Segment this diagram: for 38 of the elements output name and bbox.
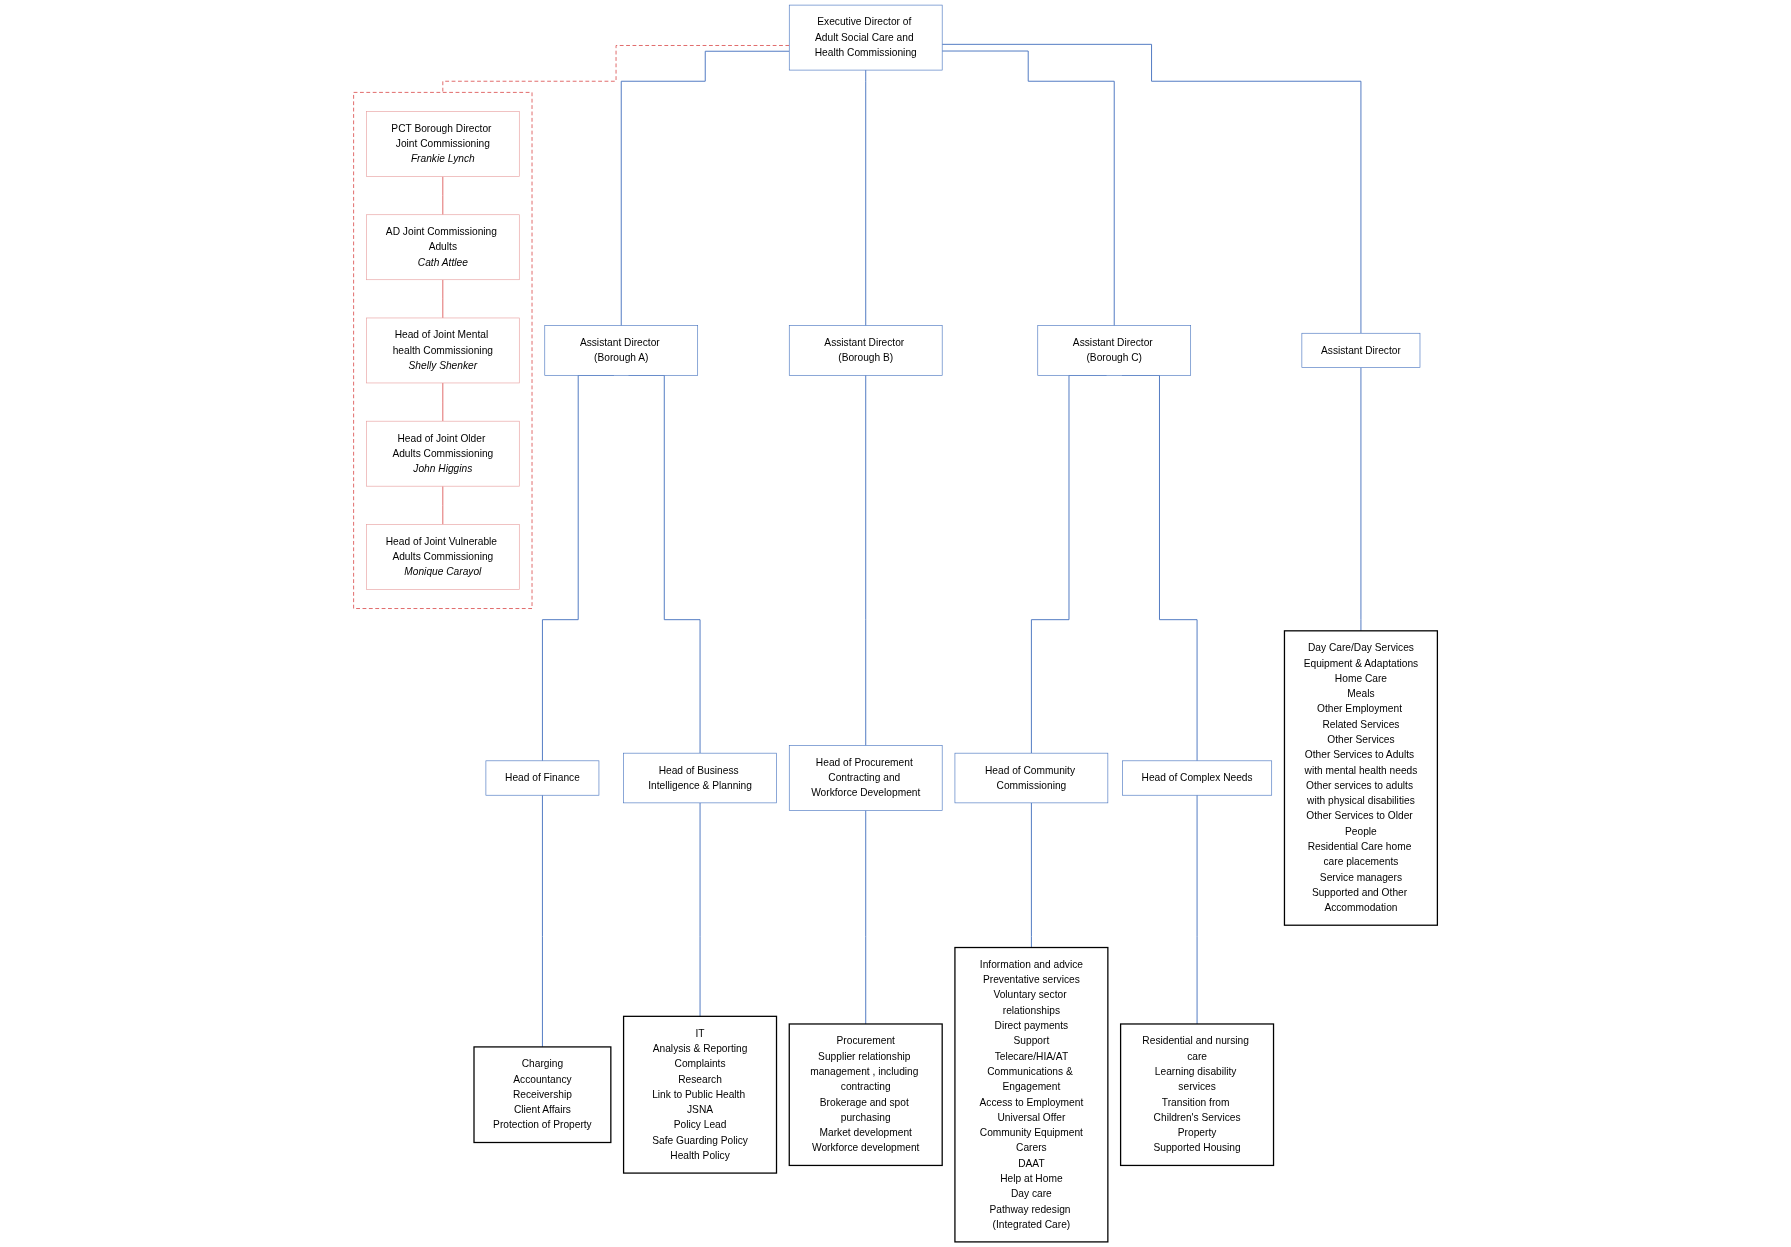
connector [1196,794,1198,1025]
node-box: Procurement Supplier relationship management , including contracting Brokerage and spot purchasing Market development Workforce development [788,1023,943,1167]
node-box: Charging Accountancy Receivership Client Affairs Protection of Property [473,1046,612,1144]
node-box: IT Analysis & Reporting Complaints Research Link to Public Health JSNA Policy Lead Safe Guarding Policy Health Policy [622,1015,778,1174]
node-box: Residential and nursing care Learning disability services Transition from Children's Services Property Supported Housing [1119,1023,1275,1167]
node-box: Head of Finance [485,760,600,796]
node-box: Executive Director of Adult Social Care and Health Commissioning [788,4,943,71]
connector [442,485,444,525]
connector [442,176,444,216]
connector [442,279,444,319]
node-box: Head of Joint Mental health Commissioning Shelly Shenker [366,317,520,384]
node-box: Assistant Director (Borough B) [788,325,943,376]
node-box: Assistant Director (Borough C) [1037,325,1191,376]
connector [865,69,867,327]
node-box: Head of Joint Older Adults Commissioning John Higgins [366,420,520,487]
node-box: PCT Borough Director Joint Commissioning Frankie Lynch [366,111,520,177]
node-box: Information and advice Preventative services Voluntary sector relationships Direct payments Support Telecare/HIA/AT Communications & Engagement Access to Employment Universal Offer Community Equipment Carers DAAT Help at Home Day care Pathway redesign (Integrated Care) [954,946,1109,1243]
node-box: Head of Business Intelligence & Planning [623,752,777,804]
node-box: AD Joint Commissioning Adults Cath Attlee [366,214,520,281]
node-box: Head of Joint Vulnerable Adults Commissioning Monique Carayol [366,524,520,590]
node-box: Head of Community Commissioning [954,752,1109,804]
connector [941,50,1115,327]
node-box: Assistant Director (Borough A) [544,325,699,376]
connector [541,794,543,1048]
connector [865,810,867,1025]
cluster [353,91,533,609]
connector [442,45,790,93]
connector [865,374,867,746]
connector [620,50,790,327]
node-box: Assistant Director [1301,332,1421,368]
connector [699,802,701,1017]
connector [442,382,444,422]
node-box: Head of Procurement Contracting and Workforce Development [788,745,943,811]
node-box: Day Care/Day Services Equipment & Adaptations Home Care Meals Other Employment Related Services Other Services Other Services to Adults with mental health needs Other services to adults with physical disabilities Other Services to Older People Residential Care home care placements Service managers Supported and Other Accommodation [1283,630,1439,926]
connector [941,43,1362,334]
connector [1030,802,1032,948]
node-box: Head of Complex Needs [1122,760,1273,796]
connector [1360,367,1362,632]
